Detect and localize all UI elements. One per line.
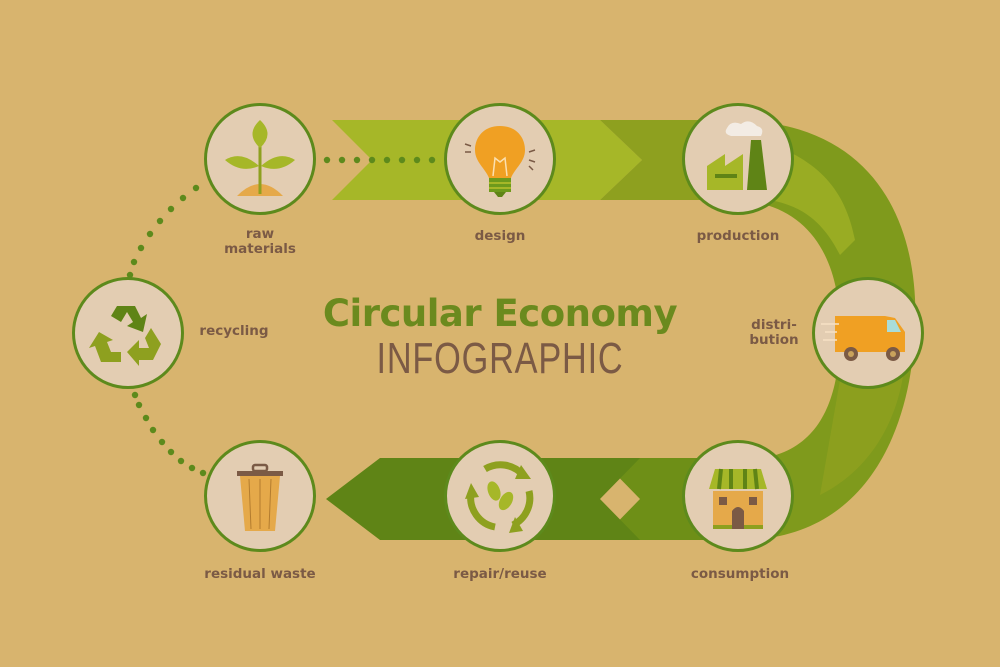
stage-label-recycling: recycling xyxy=(199,323,269,339)
stage-label-distribution: distri- bution xyxy=(749,317,799,348)
stage-label-production: production xyxy=(696,228,780,244)
stage-label-residual-waste: residual waste xyxy=(204,566,316,582)
delivery-van-icon xyxy=(821,316,905,361)
stage-raw-materials xyxy=(204,103,316,215)
lightbulb-icon xyxy=(464,126,536,197)
stage-distribution xyxy=(812,277,924,389)
stage-label-repair-reuse: repair/reuse xyxy=(453,566,547,582)
stage-residual-waste xyxy=(204,440,316,552)
stage-production xyxy=(682,103,794,215)
stage-label-design: design xyxy=(474,228,526,244)
factory-icon xyxy=(707,121,767,190)
stage-recycling xyxy=(72,277,184,389)
stage-repair-reuse xyxy=(444,440,556,552)
sprout-icon xyxy=(225,120,295,196)
curve-chevron-lower xyxy=(820,360,905,495)
stage-label-raw-materials: raw materials xyxy=(224,226,296,257)
trash-bin-icon xyxy=(237,463,283,531)
renew-cycle-icon xyxy=(465,461,534,533)
stage-label-consumption: consumption xyxy=(690,566,790,582)
stage-consumption xyxy=(682,440,794,552)
title-secondary: INFOGRAPHIC xyxy=(376,334,624,383)
recycle-icon xyxy=(89,306,161,366)
title-primary: Circular Economy xyxy=(322,292,678,335)
dotted-connector xyxy=(126,156,436,477)
shop-icon xyxy=(709,468,767,529)
stage-design xyxy=(444,103,556,215)
